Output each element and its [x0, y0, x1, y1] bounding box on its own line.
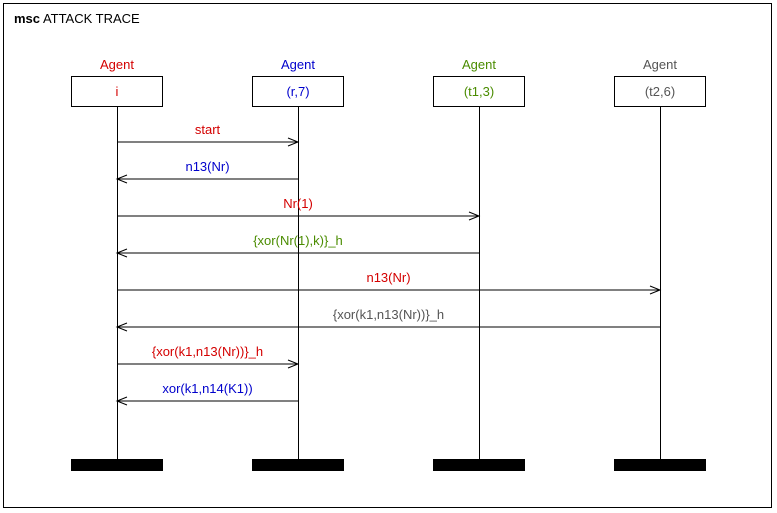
title-keyword: msc	[14, 11, 41, 26]
agent-role-label: Agent	[643, 57, 677, 72]
lifeline	[479, 107, 480, 459]
message-label: {xor(Nr(1),k)}_h	[253, 233, 343, 248]
message-arrow	[117, 359, 300, 369]
agent-box: (t2,6)	[614, 76, 706, 107]
message-arrow	[115, 174, 298, 184]
lifeline-end-bar	[71, 459, 163, 471]
message-arrow	[115, 322, 660, 332]
agent-box: (t1,3)	[433, 76, 525, 107]
message-label: Nr(1)	[283, 196, 313, 211]
message-label: {xor(k1,n13(Nr))}_h	[332, 307, 445, 322]
lifeline	[298, 107, 299, 459]
message-label: xor(k1,n14(K1))	[162, 381, 253, 396]
lifeline-end-bar	[614, 459, 706, 471]
message-arrow	[117, 211, 481, 221]
agent-box: (r,7)	[252, 76, 344, 107]
lifeline-end-bar	[433, 459, 525, 471]
diagram-frame	[3, 3, 772, 508]
message-arrow	[117, 285, 662, 295]
message-label: start	[194, 122, 221, 137]
agent-role-label: Agent	[462, 57, 496, 72]
message-arrow	[117, 137, 300, 147]
lifeline-end-bar	[252, 459, 344, 471]
lifeline	[117, 107, 118, 459]
diagram-title: msc ATTACK TRACE	[14, 11, 140, 26]
agent-role-label: Agent	[281, 57, 315, 72]
message-label: n13(Nr)	[366, 270, 411, 285]
agent-box: i	[71, 76, 163, 107]
message-arrow	[115, 248, 479, 258]
message-label: {xor(k1,n13(Nr))}_h	[151, 344, 264, 359]
message-label: n13(Nr)	[185, 159, 230, 174]
message-arrow	[115, 396, 298, 406]
title-text: ATTACK TRACE	[42, 11, 140, 26]
lifeline	[660, 107, 661, 459]
agent-role-label: Agent	[100, 57, 134, 72]
